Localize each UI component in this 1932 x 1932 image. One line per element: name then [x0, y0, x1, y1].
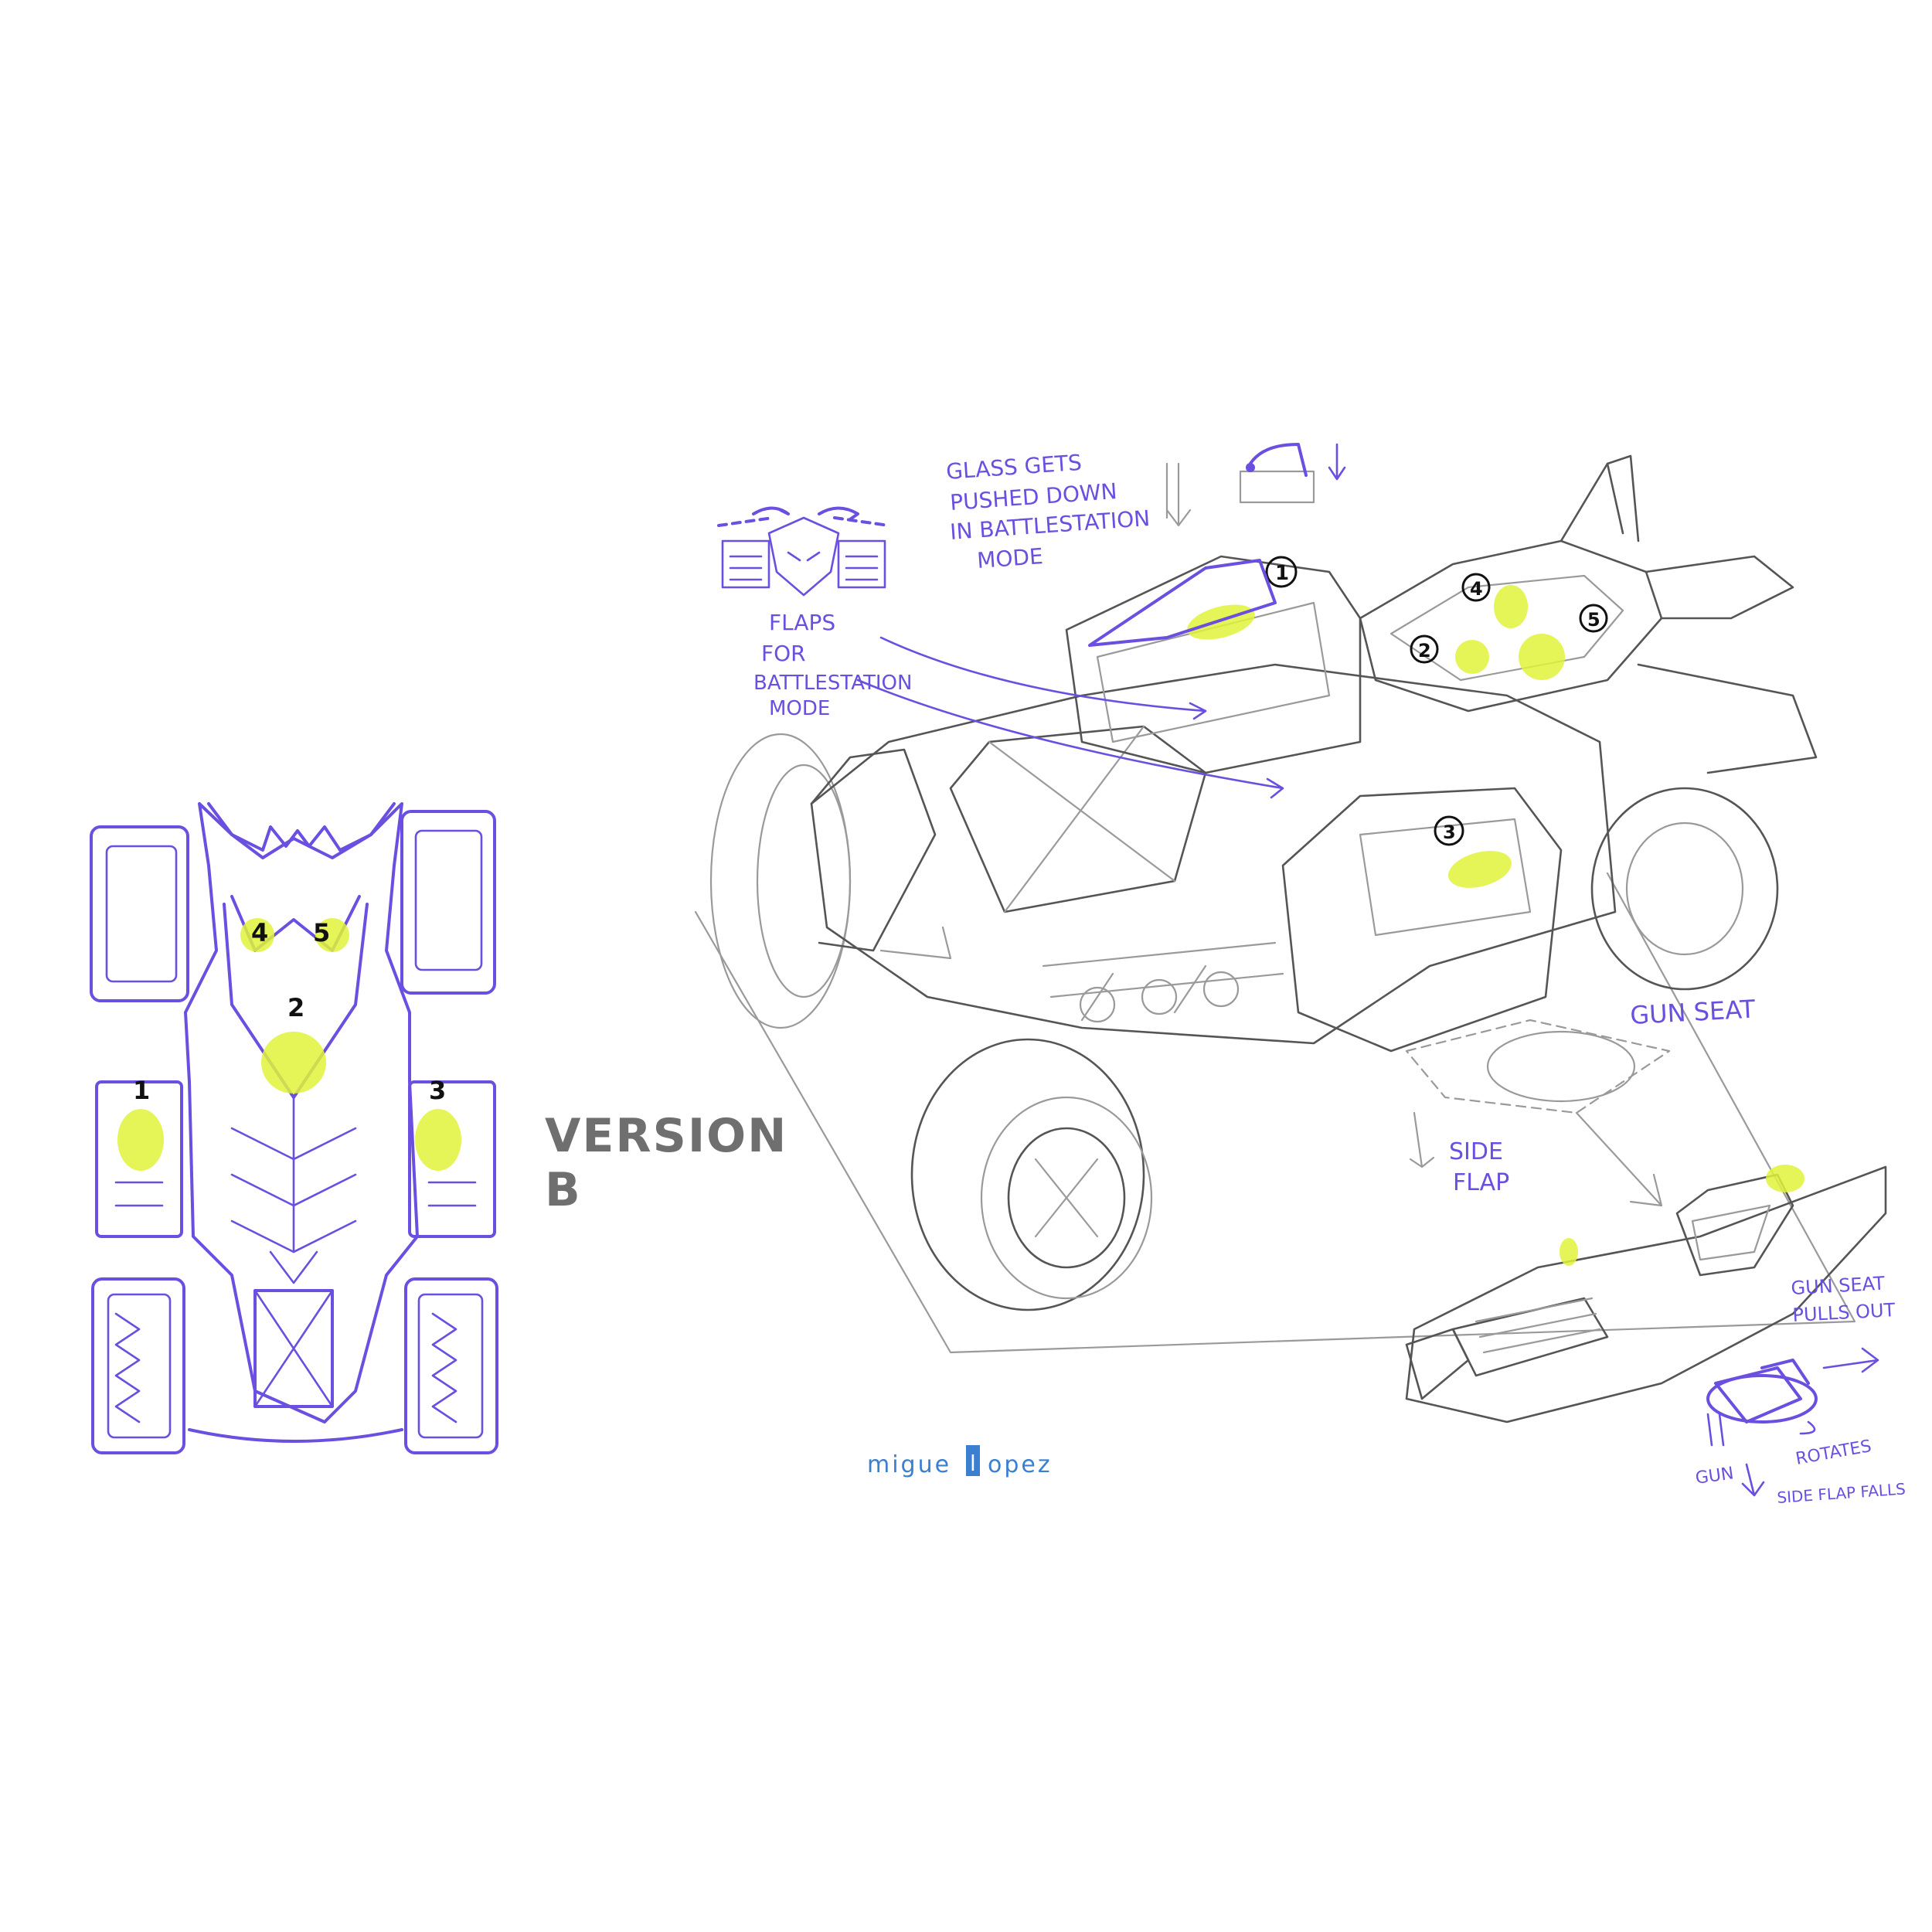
gun-seat-inset-sketch	[1405, 1165, 1887, 1497]
signature-right: opez	[988, 1451, 1053, 1478]
p-seat-label-1: 1	[1275, 562, 1289, 585]
annotation-side-flap: SIDE FLAP	[1449, 1138, 1509, 1196]
top-seat-label-2: 2	[287, 993, 304, 1022]
p-seat-5-highlight	[1519, 634, 1565, 680]
top-seat-label-3: 3	[429, 1076, 446, 1105]
p-seat-1-highlight	[1187, 604, 1255, 640]
annotation-flaps: FLAPS FOR BATTLESTATION MODE	[753, 610, 912, 720]
version-title: VERSION B	[545, 1109, 787, 1217]
p-seat-label-5: 5	[1587, 609, 1600, 631]
p-seat-label-3: 3	[1443, 821, 1456, 843]
pulls-out-line2: PULLS OUT	[1792, 1299, 1896, 1326]
version-title-line1: VERSION	[545, 1109, 787, 1163]
top-seat-label-5: 5	[313, 918, 330, 947]
signature-box-letter: l	[970, 1451, 976, 1476]
gun-seat-label: GUN SEAT	[1629, 995, 1756, 1030]
seat-4-highlight	[240, 918, 274, 952]
perspective-seat-highlights	[1187, 585, 1565, 888]
glass-note-line1: GLASS GETS	[945, 450, 1083, 485]
p-seat-label-4: 4	[1470, 578, 1483, 600]
gun-label: GUN	[1694, 1464, 1735, 1488]
flaps-note-line4: MODE	[769, 697, 830, 720]
flaps-note-line3: BATTLESTATION	[753, 672, 912, 695]
signature-box	[966, 1445, 980, 1476]
version-title-line2: B	[545, 1163, 580, 1217]
seat-3-highlight	[415, 1109, 461, 1171]
signature: migue l opez	[867, 1445, 1053, 1478]
p-seat-3-highlight	[1448, 851, 1512, 888]
seat-2-highlight	[261, 1032, 326, 1094]
side-flap-falls-label: SIDE FLAP FALLS	[1777, 1479, 1906, 1507]
top-seat-label-4: 4	[251, 918, 268, 947]
side-flap-line2: FLAP	[1453, 1169, 1509, 1196]
p-seat-4-highlight	[1494, 585, 1528, 628]
glass-note-line4: MODE	[976, 543, 1044, 573]
seat-1-highlight	[117, 1109, 164, 1171]
annotation-gun-seat-pulls-out: GUN SEAT PULLS OUT	[1791, 1273, 1896, 1326]
flaps-note-line2: FOR	[761, 641, 806, 666]
rotates-label: ROTATES	[1794, 1437, 1873, 1469]
perspective-seat-labels: 1 4 2 5 3	[1265, 556, 1608, 846]
top-view-seat-labels: 1 2 3 4 5	[133, 918, 446, 1105]
pulls-out-line1: GUN SEAT	[1791, 1273, 1886, 1299]
p-seat-label-2: 2	[1418, 640, 1431, 662]
perspective-vehicle-sketch	[694, 454, 1856, 1354]
top-view-seat-highlights	[117, 918, 461, 1171]
flaps-note-line1: FLAPS	[769, 610, 835, 635]
annotation-glass: GLASS GETS PUSHED DOWN IN BATTLESTATION …	[945, 450, 1151, 573]
purple-annotations-drawings	[717, 443, 1346, 799]
signature-left: migue	[867, 1451, 951, 1478]
top-seat-label-1: 1	[133, 1076, 150, 1105]
top-view-vehicle-sketch	[90, 802, 498, 1454]
seat-5-highlight	[315, 918, 349, 952]
p-seat-2-highlight	[1455, 640, 1489, 674]
side-flap-line1: SIDE	[1449, 1138, 1503, 1165]
